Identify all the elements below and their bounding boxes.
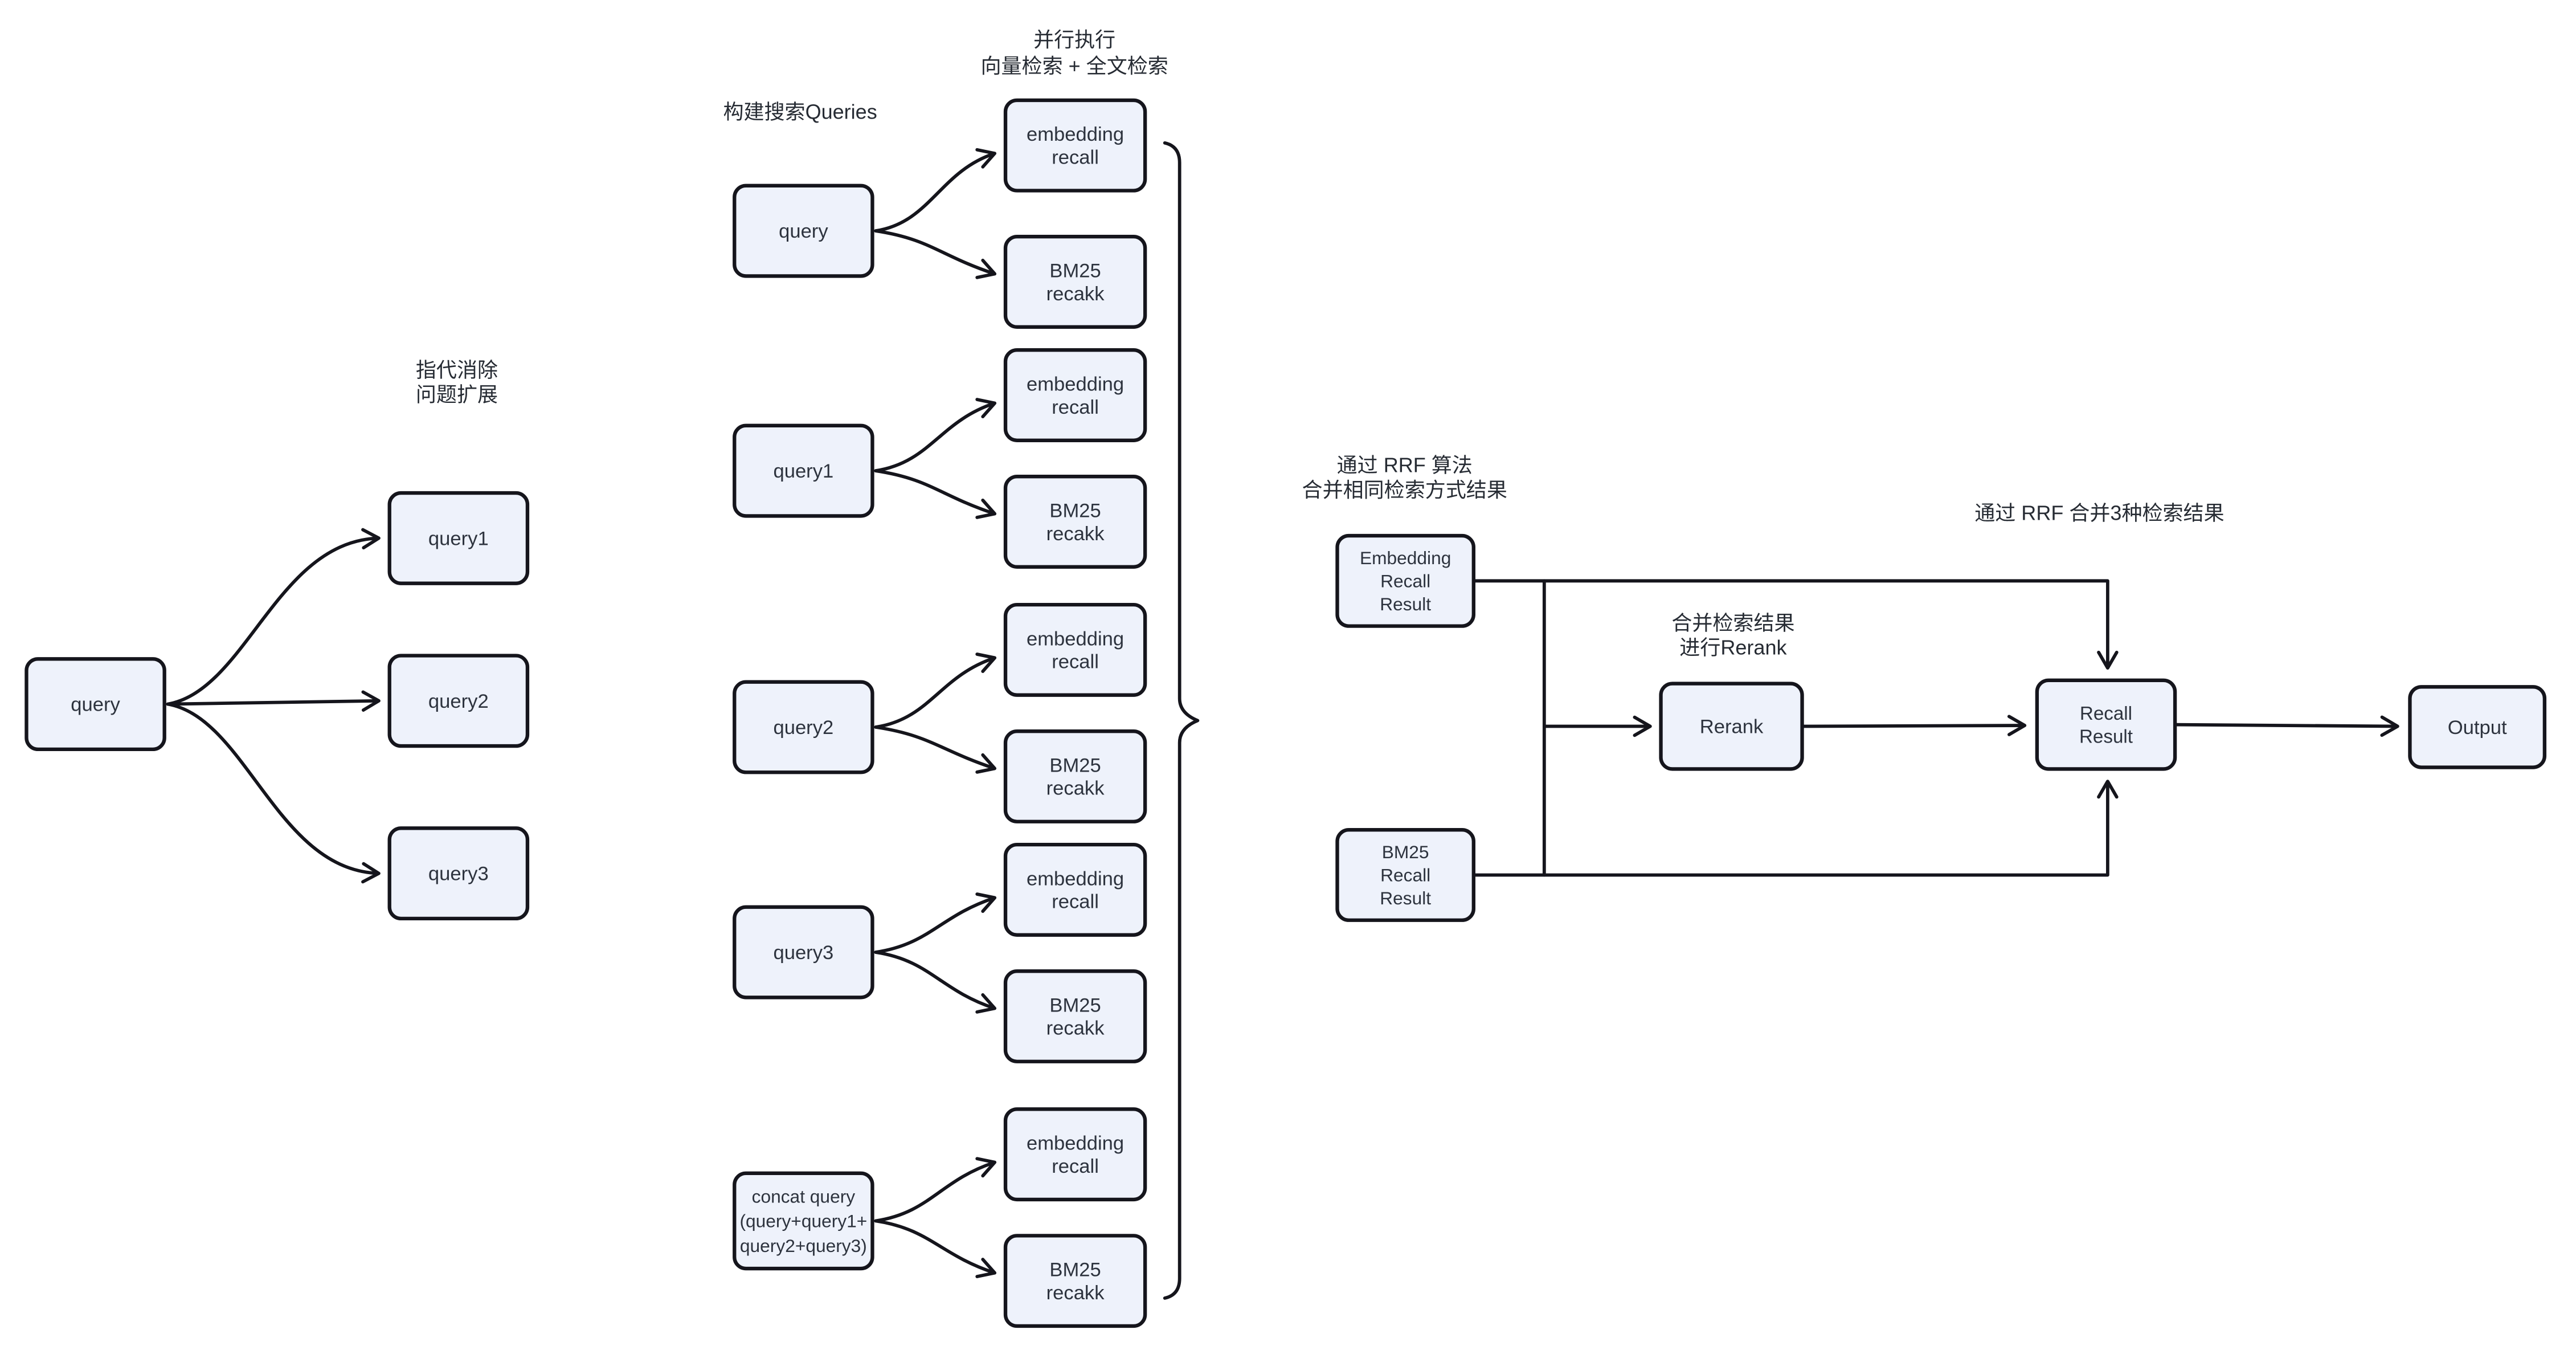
edge-query-to-query3 <box>166 702 381 884</box>
node-embedding-recall-2-shape <box>1003 348 1147 442</box>
annotation-rrf-same: 通过 RRF 算法合并相同检索方式结果 <box>1302 454 1507 501</box>
node-mid-query3: query3 <box>733 905 874 1000</box>
node-recall-result-shape <box>2035 678 2177 771</box>
node-bm25-recakk-4-shape <box>1003 969 1147 1063</box>
edge-src4-to-bm25 <box>874 951 997 1014</box>
node-embedding-recall-result-shape <box>1335 533 1476 628</box>
edge-recall-result-to-output <box>2173 715 2399 737</box>
node-mid-query1-shape <box>733 423 874 518</box>
nodes-layer: query query1 query2 query3 query query1 query2… <box>24 98 2547 1328</box>
node-query1: query1 <box>387 491 530 585</box>
node-mid-query: query <box>733 183 874 278</box>
edge-src1-to-embedding <box>874 148 997 233</box>
node-query3-shape <box>387 826 530 921</box>
annotation-merge-rerank: 合并检索结果进行Rerank <box>1671 611 1794 659</box>
node-bm25-recakk-1-shape <box>1003 235 1147 329</box>
edge-src5-to-embedding <box>874 1157 997 1223</box>
node-output: Output <box>2408 685 2547 769</box>
node-mid-query2-shape <box>733 680 874 774</box>
edge-src2-to-bm25 <box>874 469 997 519</box>
annotation-parallel-exec: 并行执行向量检索 + 全文检索 <box>980 28 1168 78</box>
edge-src3-to-bm25 <box>874 725 997 774</box>
edge-query-to-query1 <box>166 528 381 706</box>
node-concat-query-label: concat query(query+query1+query2+query3) <box>739 1186 867 1256</box>
annotation-coref-expand: 指代消除问题扩展 <box>416 358 498 406</box>
node-mid-query3-shape <box>733 905 874 1000</box>
node-bm25-recakk-5-shape <box>1003 1234 1147 1328</box>
node-query3: query3 <box>387 826 530 921</box>
node-query2: query2 <box>387 654 530 748</box>
node-query2-shape <box>387 654 530 748</box>
node-query2-label: query2 <box>428 691 489 712</box>
edge-embrr-to-recall-result-top <box>1471 579 2119 670</box>
node-output-label: Output <box>2448 717 2507 739</box>
node-embedding-recall-1-shape <box>1003 98 1147 193</box>
edges-layer <box>166 141 2399 1300</box>
node-concat-query-shape <box>733 1171 874 1271</box>
node-query-root: query <box>24 657 166 752</box>
node-mid-query-label: query <box>779 221 828 242</box>
node-rerank-shape <box>1659 682 1804 771</box>
node-query3-label: query3 <box>428 863 489 885</box>
node-embedding-recall-3-shape <box>1003 602 1147 697</box>
edge-query-to-query2 <box>166 690 381 712</box>
node-bm25-recall-result-shape <box>1335 827 1476 922</box>
node-mid-query1-label: query1 <box>773 460 833 482</box>
node-mid-query1: query1 <box>733 423 874 518</box>
node-rerank-label: Rerank <box>1700 716 1764 738</box>
node-embedding-recall-5-shape <box>1003 1107 1147 1202</box>
edge-src3-to-embedding <box>874 652 997 729</box>
edge-src1-to-bm25 <box>874 229 997 279</box>
annotation-build-queries: 构建搜索Queries <box>723 100 877 124</box>
node-query1-label: query1 <box>428 528 489 549</box>
node-mid-query2: query2 <box>733 680 874 774</box>
edge-src4-to-embedding <box>874 892 997 954</box>
edge-bm25rr-to-recall-result-bottom <box>1471 780 2119 877</box>
node-concat-query: concat query(query+query1+query2+query3) <box>733 1171 874 1271</box>
brace-parallel-recall-group <box>1163 141 1200 1300</box>
node-mid-query2-label: query2 <box>773 717 833 739</box>
node-mid-query3-label: query3 <box>773 942 833 964</box>
node-mid-query-shape <box>733 183 874 278</box>
node-embedding-recall-4-shape <box>1003 842 1147 937</box>
node-bm25-recakk-2-shape <box>1003 475 1147 569</box>
annotation-rrf-merge3: 通过 RRF 合并3种检索结果 <box>1974 501 2224 524</box>
edge-src2-to-embedding <box>874 398 997 473</box>
node-bm25-recakk-3-shape <box>1003 729 1147 823</box>
node-query1-shape <box>387 491 530 585</box>
node-query-root-label: query <box>71 694 120 716</box>
edge-src5-to-bm25 <box>874 1219 997 1278</box>
node-rerank: Rerank <box>1659 682 1804 771</box>
node-query-root-shape <box>24 657 166 752</box>
edge-rerank-to-recall-result <box>1800 715 2027 736</box>
node-output-shape <box>2408 685 2547 769</box>
